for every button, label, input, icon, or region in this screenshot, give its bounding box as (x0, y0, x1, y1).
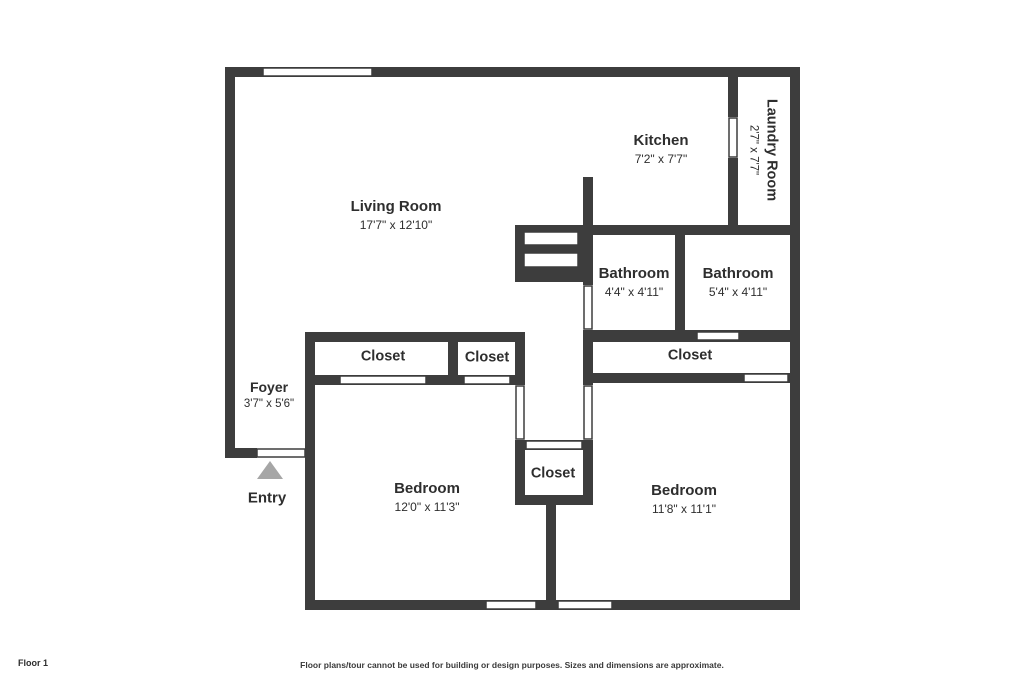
windows-and-doors (256, 67, 789, 610)
disclaimer-text: Floor plans/tour cannot be used for buil… (300, 660, 724, 670)
floor-indicator: Floor 1 (18, 658, 49, 668)
walls (225, 67, 800, 610)
entry-arrow-icon (257, 461, 283, 479)
